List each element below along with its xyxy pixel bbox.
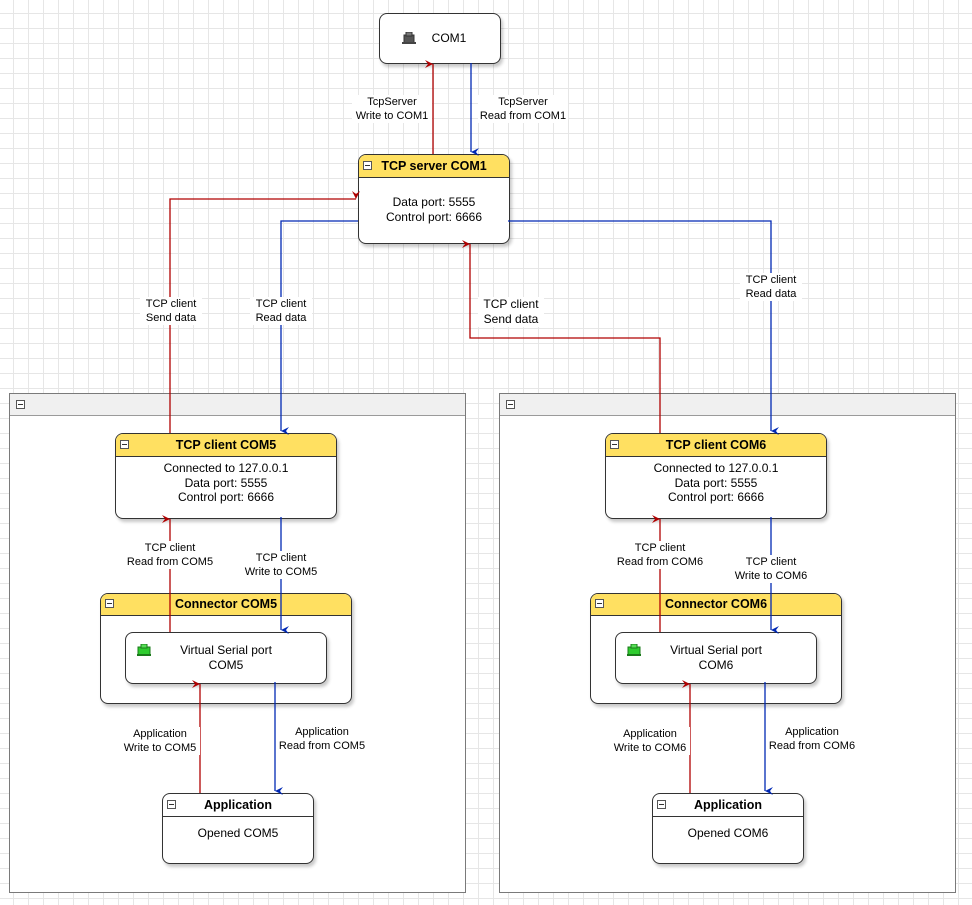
application-com6-status: Opened COM6 bbox=[687, 826, 769, 840]
tcp-client-com5-title: TCP client COM5 bbox=[175, 438, 277, 452]
collapse-icon[interactable] bbox=[595, 599, 604, 608]
serial-port-icon bbox=[402, 32, 416, 44]
green-port-icon bbox=[137, 644, 151, 656]
tcp-client-com5-control-port: Control port: 6666 bbox=[177, 490, 275, 504]
collapse-icon[interactable] bbox=[657, 800, 666, 809]
connector-com5-header[interactable]: Connector COM5 bbox=[101, 594, 351, 616]
tcp-client-com5-connected: Connected to 127.0.0.1 bbox=[163, 461, 289, 475]
tcp-client-com5-node[interactable]: TCP client COM5 Connected to 127.0.0.1 D… bbox=[115, 433, 337, 519]
collapse-icon[interactable] bbox=[363, 161, 372, 170]
right-group-header[interactable] bbox=[500, 394, 955, 416]
collapse-icon[interactable] bbox=[120, 440, 129, 449]
virtual-port-com5-name: COM5 bbox=[208, 657, 244, 672]
tcp-client-com5-data-port: Data port: 5555 bbox=[184, 475, 268, 490]
virtual-port-com6-title: Virtual Serial port bbox=[670, 643, 762, 657]
application-com5-title: Application bbox=[203, 798, 273, 812]
virtual-serial-port-com6[interactable]: Virtual Serial port COM6 bbox=[615, 632, 817, 684]
virtual-port-com5-title: Virtual Serial port bbox=[180, 643, 272, 657]
application-com5-node[interactable]: Application Opened COM5 bbox=[162, 793, 314, 864]
tcp-client-com6-connected: Connected to 127.0.0.1 bbox=[653, 461, 779, 475]
virtual-serial-port-com5[interactable]: Virtual Serial port COM5 bbox=[125, 632, 327, 684]
application-com5-status: Opened COM5 bbox=[197, 826, 279, 840]
application-com5-header[interactable]: Application bbox=[163, 794, 313, 817]
com1-label: COM1 bbox=[431, 31, 467, 45]
connector-com6-header[interactable]: Connector COM6 bbox=[591, 594, 841, 616]
tcp-server-header[interactable]: TCP server COM1 bbox=[359, 155, 509, 178]
tcp-client-com5-header[interactable]: TCP client COM5 bbox=[116, 434, 336, 457]
application-com6-title: Application bbox=[693, 798, 763, 812]
virtual-port-com6-name: COM6 bbox=[698, 657, 734, 672]
collapse-icon[interactable] bbox=[167, 800, 176, 809]
collapse-icon[interactable] bbox=[506, 400, 515, 409]
tcp-client-com6-data-port: Data port: 5555 bbox=[674, 475, 758, 490]
left-group-header[interactable] bbox=[10, 394, 465, 416]
collapse-icon[interactable] bbox=[16, 400, 25, 409]
tcp-server-title: TCP server COM1 bbox=[381, 159, 487, 173]
connector-com6-title: Connector COM6 bbox=[664, 597, 768, 611]
application-com6-header[interactable]: Application bbox=[653, 794, 803, 817]
collapse-icon[interactable] bbox=[610, 440, 619, 449]
tcp-client-com6-control-port: Control port: 6666 bbox=[667, 490, 765, 504]
green-port-icon bbox=[627, 644, 641, 656]
tcp-server-node[interactable]: TCP server COM1 Data port: 5555 Control … bbox=[358, 154, 510, 244]
tcp-server-control-port: Control port: 6666 bbox=[385, 209, 483, 224]
connector-com5-title: Connector COM5 bbox=[174, 597, 278, 611]
tcp-server-data-port: Data port: 5555 bbox=[392, 195, 476, 209]
tcp-client-com6-header[interactable]: TCP client COM6 bbox=[606, 434, 826, 457]
tcp-client-com6-node[interactable]: TCP client COM6 Connected to 127.0.0.1 D… bbox=[605, 433, 827, 519]
application-com6-node[interactable]: Application Opened COM6 bbox=[652, 793, 804, 864]
tcp-client-com6-title: TCP client COM6 bbox=[665, 438, 767, 452]
com1-node[interactable]: COM1 bbox=[379, 13, 501, 64]
collapse-icon[interactable] bbox=[105, 599, 114, 608]
